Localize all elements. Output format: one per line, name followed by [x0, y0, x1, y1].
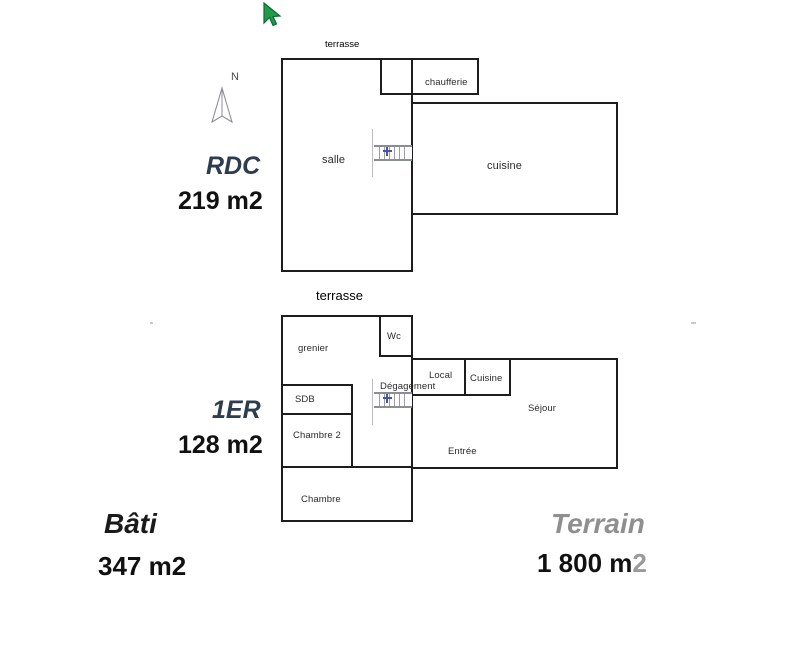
- premier-terrasse-label: terrasse: [316, 288, 363, 303]
- premier-wall-sejour-right: [616, 358, 618, 469]
- compass-north-label: N: [231, 71, 239, 83]
- rdc-area-value: 219 m2: [178, 187, 263, 215]
- premier-wall-left-outer: [281, 315, 283, 522]
- premier-wall-cuisine-right: [509, 358, 511, 395]
- rdc-wall-bottom-salle: [281, 270, 413, 272]
- rdc-wall-small-box-left: [380, 58, 382, 95]
- premier-room-label-cuisine: Cuisine: [470, 373, 503, 384]
- premier-wall-grenier-bottom: [281, 384, 353, 386]
- north-arrow-icon: [205, 86, 239, 131]
- rdc-wall-right-chaufferie: [477, 58, 479, 95]
- rdc-wall-top-chaufferie: [411, 58, 479, 60]
- registration-mark-right: [691, 322, 696, 324]
- rdc-wall-right-salle: [411, 58, 413, 272]
- rdc-wall-right-cuisine: [616, 102, 618, 215]
- terrain-value-prefix: 1 800 m: [537, 548, 633, 578]
- rdc-room-label-chaufferie: chaufferie: [425, 77, 468, 88]
- premier-wall-sejour-top: [509, 358, 617, 360]
- premier-wall-sdb-right: [351, 384, 353, 467]
- premier-room-label-entree: Entrée: [448, 446, 477, 457]
- rdc-wall-bottom-cuisine: [411, 213, 617, 215]
- rdc-staircase: [372, 129, 412, 177]
- premier-room-label-chambre: Chambre: [301, 494, 341, 505]
- registration-mark-left: [150, 322, 153, 324]
- rdc-wall-small-box-bottom: [380, 93, 412, 95]
- terrain-label: Terrain: [551, 508, 645, 539]
- premier-wall-bottom-outer: [281, 520, 413, 522]
- premier-room-label-sejour: Séjour: [528, 403, 557, 414]
- premier-area-value: 128 m2: [178, 431, 263, 459]
- terrain-value-suffix: 2: [632, 548, 647, 578]
- rdc-wall-top-cuisine: [411, 102, 618, 104]
- premier-wall-chambre-top: [281, 466, 413, 468]
- premier-wall-top-left-block: [281, 315, 411, 317]
- premier-room-label-wc: Wc: [387, 331, 401, 342]
- rdc-wall-top-salle: [281, 58, 411, 60]
- rdc-room-label-salle: salle: [322, 154, 346, 166]
- premier-wall-local-bottom: [412, 394, 511, 396]
- premier-wall-local-cuisine-divider: [464, 358, 466, 395]
- rdc-room-label-cuisine: cuisine: [487, 160, 522, 172]
- premier-room-label-degagement: Dégagement: [380, 381, 436, 392]
- premier-room-label-grenier: grenier: [298, 343, 329, 354]
- premier-staircase: [372, 379, 412, 425]
- premier-room-label-local: Local: [429, 370, 453, 381]
- premier-room-label-chambre-2: Chambre 2: [293, 430, 341, 441]
- rdc-wall-left-salle: [281, 58, 283, 272]
- premier-wall-entree-bottom: [412, 467, 617, 469]
- premier-wall-wc-left: [379, 315, 381, 357]
- premier-wall-wc-bottom: [379, 355, 412, 357]
- mouse-pointer-icon: [262, 1, 282, 33]
- terrain-value: 1 800 m2: [537, 548, 647, 579]
- premier-wall-sdb-bottom: [281, 413, 353, 415]
- rdc-wall-bottom-chaufferie: [411, 93, 479, 95]
- rdc-terrasse-label: terrasse: [325, 39, 360, 50]
- premier-wall-degagement-left: [411, 315, 413, 522]
- bati-label: Bâti: [104, 508, 157, 539]
- rdc-floor-tag: RDC: [206, 152, 261, 180]
- premier-floor-tag: 1ER: [212, 396, 261, 424]
- premier-wall-local-top: [412, 358, 511, 360]
- premier-room-label-sdb: SDB: [295, 394, 315, 405]
- bati-value: 347 m2: [98, 551, 187, 581]
